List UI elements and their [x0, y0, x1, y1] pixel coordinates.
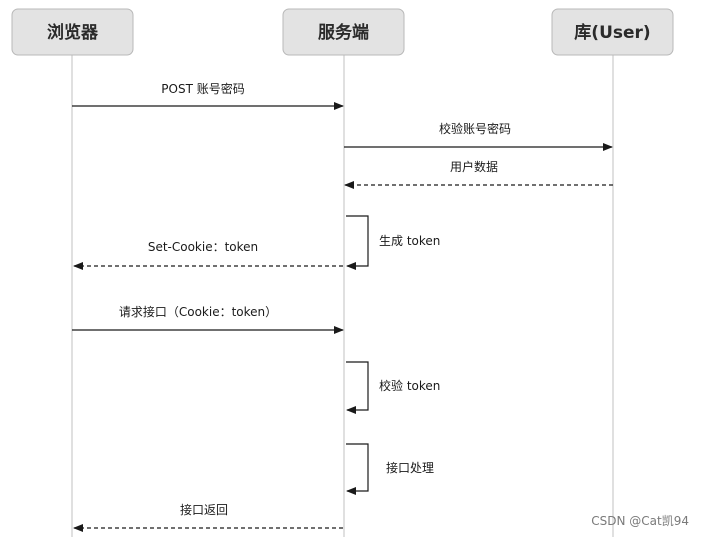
- actor-server-label: 服务端: [318, 22, 369, 43]
- message-request-api-label: 请求接口（Cookie：token）: [119, 304, 277, 319]
- message-process-api-arrow: [346, 443, 369, 495]
- message-generate-token-label: 生成 token: [379, 234, 440, 248]
- message-process-api-label: 接口处理: [386, 460, 434, 475]
- watermark: CSDN @Cat凯94: [591, 514, 689, 528]
- message-api-response: 接口返回: [73, 502, 343, 532]
- actor-server: 服务端: [282, 8, 405, 56]
- message-post-credentials: POST 账号密码: [72, 81, 344, 110]
- message-verify-token-label: 校验 token: [379, 378, 440, 393]
- message-verify-credentials-label: 校验账号密码: [439, 121, 511, 136]
- message-api-response-label: 接口返回: [180, 502, 228, 517]
- actor-db-label: 库(User): [574, 22, 650, 43]
- message-generate-token: 生成 token: [346, 215, 440, 270]
- actor-browser-label: 浏览器: [47, 22, 99, 43]
- message-verify-token-arrow: [346, 361, 369, 414]
- message-post-credentials-label: POST 账号密码: [161, 81, 244, 96]
- message-user-data: 用户数据: [344, 159, 613, 189]
- message-set-cookie: Set-Cookie：token: [73, 240, 343, 270]
- message-verify-credentials: 校验账号密码: [344, 121, 613, 151]
- message-generate-token-arrow: [346, 215, 369, 270]
- message-verify-token: 校验 token: [346, 361, 440, 414]
- message-request-api: 请求接口（Cookie：token）: [72, 304, 344, 334]
- actor-db: 库(User): [551, 8, 674, 56]
- message-process-api: 接口处理: [346, 443, 434, 495]
- message-user-data-label: 用户数据: [450, 159, 498, 174]
- actor-browser: 浏览器: [11, 8, 134, 56]
- message-set-cookie-label: Set-Cookie：token: [148, 240, 258, 254]
